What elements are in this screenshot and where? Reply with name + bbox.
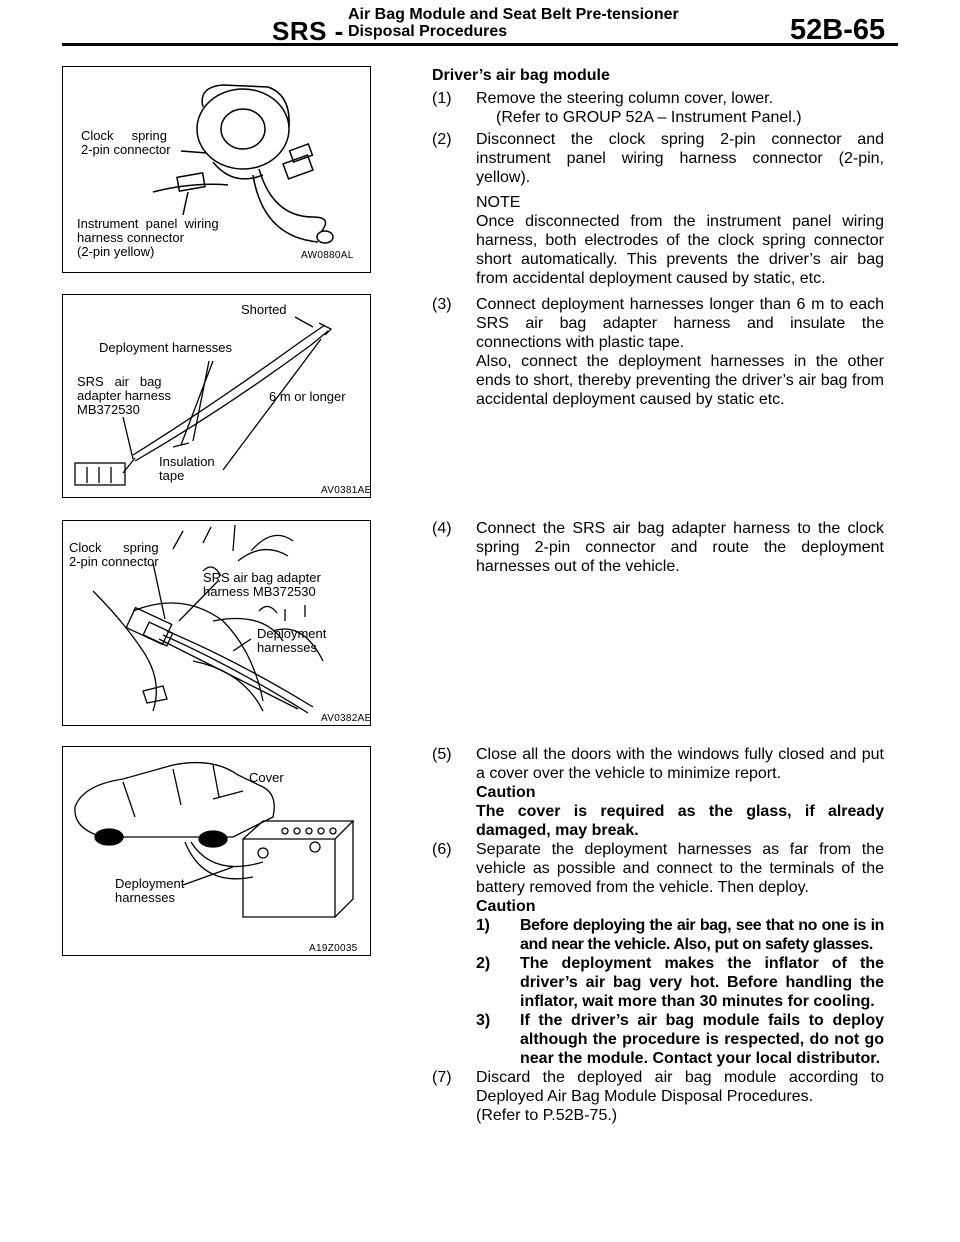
caution-label: Caution bbox=[476, 784, 536, 801]
procedure-block-4: (5) Close all the doors with the windows… bbox=[432, 745, 884, 1125]
figure-code: A19Z0035 bbox=[309, 943, 358, 954]
figure-code: AV0381AE bbox=[321, 485, 371, 496]
figure-vehicle-battery: Cover Deployment harnesses A19Z0035 bbox=[62, 746, 371, 956]
label-adapter-harness: SRS air bag adapter harness MB372530 bbox=[77, 374, 171, 417]
label-length: 6 m or longer bbox=[269, 389, 346, 404]
caution-number: 2) bbox=[476, 955, 491, 972]
step-2: (2) Disconnect the clock spring 2-pin co… bbox=[432, 130, 884, 288]
step-5: (5) Close all the doors with the windows… bbox=[432, 745, 884, 840]
adapter-connection-illustration bbox=[92, 524, 324, 714]
figure-adapter-connection: Clock spring 2-pin connector SRS air bag… bbox=[62, 520, 371, 726]
caution-label: Caution bbox=[476, 898, 536, 915]
figure-deployment-harness: Shorted Deployment harnesses SRS air bag… bbox=[62, 294, 371, 498]
step-text: Connect deployment harnesses longer than… bbox=[476, 296, 884, 351]
label-deployment-harnesses: Deployment harnesses bbox=[257, 626, 327, 655]
caution-number: 1) bbox=[476, 917, 490, 934]
label-adapter-harness: SRS air bag adapter harness MB372530 bbox=[203, 570, 321, 599]
caution-text: Before deploying the air bag, see that n… bbox=[520, 917, 884, 953]
step-3: (3) Connect deployment harnesses longer … bbox=[432, 295, 884, 409]
clock-spring-illustration bbox=[152, 84, 334, 244]
label-instrument-panel-connector: Instrument panel wiring harness connecto… bbox=[77, 216, 219, 259]
page-title: Air Bag Module and Seat Belt Pre-tension… bbox=[348, 6, 679, 40]
step-number: (1) bbox=[432, 90, 452, 107]
label-deployment-harnesses: Deployment harnesses bbox=[99, 340, 232, 355]
step-text: Disconnect the clock spring 2-pin connec… bbox=[476, 131, 884, 186]
label-cover: Cover bbox=[249, 770, 284, 785]
note-text: Once disconnected from the instrument pa… bbox=[476, 213, 884, 287]
step-number: (7) bbox=[432, 1069, 452, 1086]
label-deployment-harnesses: Deployment harnesses bbox=[115, 876, 185, 905]
step-1: (1) Remove the steering column cover, lo… bbox=[432, 89, 884, 127]
step-number: (3) bbox=[432, 296, 452, 313]
step-text: Remove the steering column cover, lower. bbox=[476, 90, 774, 107]
step-number: (6) bbox=[432, 841, 452, 858]
step-text: Separate the deployment harnesses as far… bbox=[476, 841, 884, 896]
step-6: (6) Separate the deployment harnesses as… bbox=[432, 840, 884, 1068]
caution-text: The cover is required as the glass, if a… bbox=[476, 803, 884, 839]
figure-code: AV0382AE bbox=[321, 713, 371, 724]
caution-item-2: 2) The deployment makes the inflator of … bbox=[476, 954, 884, 1011]
step-text: Discard the deployed air bag module acco… bbox=[476, 1069, 884, 1105]
step-text-continued: Also, connect the deployment harnesses i… bbox=[476, 353, 884, 408]
step-4: (4) Connect the SRS air bag adapter harn… bbox=[432, 519, 884, 576]
step-number: (5) bbox=[432, 746, 452, 763]
label-insulation-tape: Insulation tape bbox=[159, 454, 215, 483]
caution-item-1: 1) Before deploying the air bag, see tha… bbox=[476, 916, 884, 954]
page-header: SRS - Air Bag Module and Seat Belt Pre-t… bbox=[0, 0, 960, 48]
step-text: Close all the doors with the windows ful… bbox=[476, 746, 884, 782]
title-line-1: Air Bag Module and Seat Belt Pre-tension… bbox=[348, 6, 679, 23]
procedure-block-3: (4) Connect the SRS air bag adapter harn… bbox=[432, 519, 884, 576]
deployment-harness-illustration bbox=[74, 316, 333, 486]
note-label: NOTE bbox=[476, 194, 521, 211]
header-rule bbox=[62, 43, 898, 46]
step-reference: (Refer to P.52B-75.) bbox=[476, 1107, 618, 1124]
caution-item-3: 3) If the driver’s air bag module fails … bbox=[476, 1011, 884, 1068]
label-clock-spring-connector: Clock spring 2-pin connector bbox=[81, 128, 171, 157]
caution-text: If the driver’s air bag module fails to … bbox=[520, 1012, 884, 1067]
step-reference: (Refer to GROUP 52A – Instrument Panel.) bbox=[496, 109, 802, 126]
vehicle-battery-illustration bbox=[74, 761, 355, 918]
caution-number: 3) bbox=[476, 1012, 491, 1029]
title-line-2: Disposal Procedures bbox=[348, 23, 508, 40]
label-clock-spring-connector: Clock spring 2-pin connector bbox=[69, 540, 159, 569]
section-label: SRS - bbox=[272, 16, 344, 46]
label-shorted: Shorted bbox=[241, 302, 287, 317]
step-7: (7) Discard the deployed air bag module … bbox=[432, 1068, 884, 1125]
procedure-block-1: Driver’s air bag module (1) Remove the s… bbox=[432, 66, 884, 288]
figure-clock-spring-connector: Clock spring 2-pin connector Instrument … bbox=[62, 66, 371, 273]
procedure-block-2: (3) Connect deployment harnesses longer … bbox=[432, 295, 884, 409]
step-text: Connect the SRS air bag adapter harness … bbox=[476, 520, 884, 575]
step-number: (4) bbox=[432, 520, 452, 537]
section-heading: Driver’s air bag module bbox=[432, 67, 610, 84]
page-number: 52B-65 bbox=[790, 14, 886, 46]
figure-code: AW0880AL bbox=[301, 250, 354, 261]
caution-text: The deployment makes the inflator of the… bbox=[520, 955, 884, 1010]
step-number: (2) bbox=[432, 131, 452, 148]
